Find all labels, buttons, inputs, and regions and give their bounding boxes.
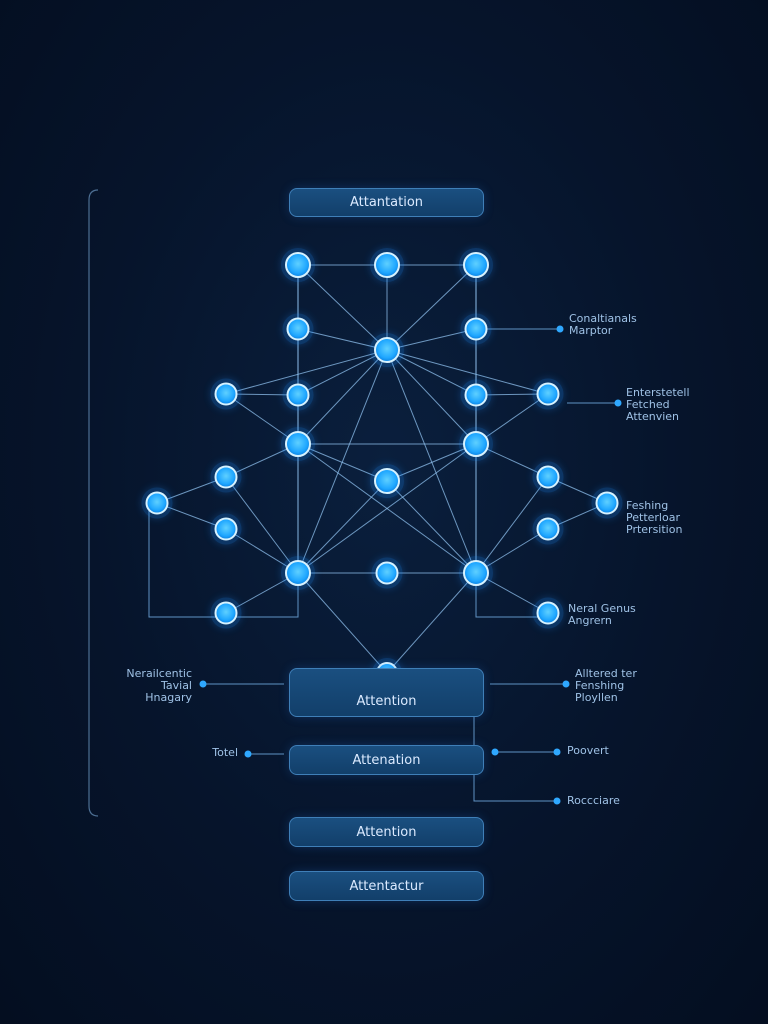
edge-O-U xyxy=(297,480,388,574)
edge-M-U xyxy=(225,476,299,574)
connector-dot-9 xyxy=(553,748,561,756)
node-E xyxy=(374,337,400,363)
node-I xyxy=(464,383,488,407)
edge-E-G xyxy=(225,349,388,395)
left-bracket xyxy=(88,189,99,817)
node-C xyxy=(463,252,489,278)
node-W xyxy=(463,560,489,586)
node-J xyxy=(536,382,560,406)
box-attention-main: Attention xyxy=(289,668,484,717)
box-attentactur: Attentactur xyxy=(289,871,484,901)
annotation-alltered: Alltered ter Fenshing Ployllen xyxy=(575,667,637,704)
edge-E-W xyxy=(386,349,477,574)
connector-dot-4 xyxy=(614,399,622,407)
node-H xyxy=(286,383,310,407)
node-L xyxy=(463,431,489,457)
node-P xyxy=(536,465,560,489)
node-M xyxy=(214,465,238,489)
edge-E-U xyxy=(297,349,388,574)
annotation-roccciare: Roccciare xyxy=(567,794,620,807)
node-T xyxy=(536,517,560,541)
node-R xyxy=(595,491,619,515)
box-attention-lower: Attention xyxy=(289,817,484,847)
annotation-poovert: Poovert xyxy=(567,744,609,757)
annotation-feshing: Feshing Petterloar Prtersition xyxy=(626,499,683,536)
node-F xyxy=(464,317,488,341)
edge-O-W xyxy=(386,480,477,574)
node-Y xyxy=(536,601,560,625)
annotation-nerailcentic: Nerailcentic Tavial Hnagary xyxy=(126,667,192,704)
edge-E-L xyxy=(386,349,477,445)
connector-dot-7 xyxy=(244,750,252,758)
node-X xyxy=(214,601,238,625)
box-attantation: Attantation xyxy=(289,188,484,217)
connector-dot-9-b xyxy=(491,748,499,756)
annotation-enterstetell: Enterstetell Fetched Attenvien xyxy=(626,386,690,423)
node-Q xyxy=(145,491,169,515)
node-O xyxy=(374,468,400,494)
node-group xyxy=(141,248,623,688)
edge-E-J xyxy=(386,349,549,395)
annotation-conaltianals: Conaltianals Marptor xyxy=(569,312,637,337)
annotation-neral-genus: Neral Genus Angrern xyxy=(568,602,636,627)
node-V xyxy=(375,561,399,585)
connector-dot-6 xyxy=(562,680,570,688)
node-S xyxy=(214,517,238,541)
box-attenation: Attenation xyxy=(289,745,484,775)
edge-C-E xyxy=(386,264,477,351)
node-K xyxy=(285,431,311,457)
edge-A-E xyxy=(297,264,388,351)
node-D xyxy=(286,317,310,341)
edge-P-W xyxy=(475,476,549,574)
edge-E-K xyxy=(297,349,388,445)
connector-dot-5 xyxy=(199,680,207,688)
annotation-totel: Totel xyxy=(212,746,238,759)
edge-L-U xyxy=(297,443,477,574)
connector-dot-3 xyxy=(556,325,564,333)
node-A xyxy=(285,252,311,278)
node-B xyxy=(374,252,400,278)
edge-U-Z xyxy=(297,572,388,674)
node-U xyxy=(285,560,311,586)
connector-line-10 xyxy=(473,775,557,802)
node-G xyxy=(214,382,238,406)
connector-dot-10 xyxy=(553,797,561,805)
edge-W-Z xyxy=(386,572,477,674)
